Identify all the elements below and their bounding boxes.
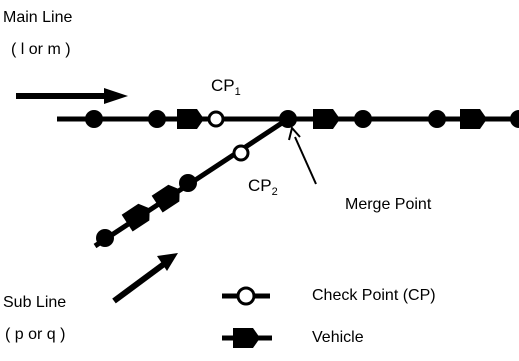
cp1-label: CP1 (211, 77, 241, 101)
main-line-label: Main Line (3, 9, 73, 26)
legend-check-point-icon (222, 286, 270, 306)
merge-point-label: Merge Point (345, 196, 432, 213)
sub-line-node (179, 174, 197, 192)
cp1-label-subscript: 1 (234, 86, 241, 98)
main-line-node (85, 110, 103, 128)
sub-line-label: Sub Line (3, 294, 67, 311)
main-line-vehicle-icon (313, 109, 340, 129)
cp1-label-main: CP (211, 76, 235, 95)
main-line-direction-arrow-icon (16, 88, 128, 104)
merge-point-node (279, 110, 297, 128)
main-line-vehicle-icon (177, 109, 204, 129)
sub-line-direction-arrow-icon (112, 253, 178, 304)
cp2-label: CP2 (248, 177, 278, 201)
main-line-sublabel: ( l or m ) (11, 41, 71, 58)
legend-check-point-label: Check Point (CP) (312, 287, 436, 304)
cp2-label-main: CP (248, 176, 272, 195)
legend-vehicle-label: Vehicle (312, 329, 364, 346)
main-line-vehicle-icon (460, 109, 487, 129)
check-point-2-icon (232, 144, 250, 162)
merge-point-pointer-arrow-icon (288, 125, 317, 185)
main-line-node (428, 110, 446, 128)
sub-line-node (96, 229, 114, 247)
check-point-1-icon (207, 110, 225, 128)
main-line-node (354, 110, 372, 128)
sub-line-sublabel: ( p or q ) (5, 326, 66, 343)
main-line-node (510, 110, 519, 128)
cp2-label-subscript: 2 (271, 186, 278, 198)
legend-vehicle-icon (222, 328, 272, 348)
main-line-node (148, 110, 166, 128)
